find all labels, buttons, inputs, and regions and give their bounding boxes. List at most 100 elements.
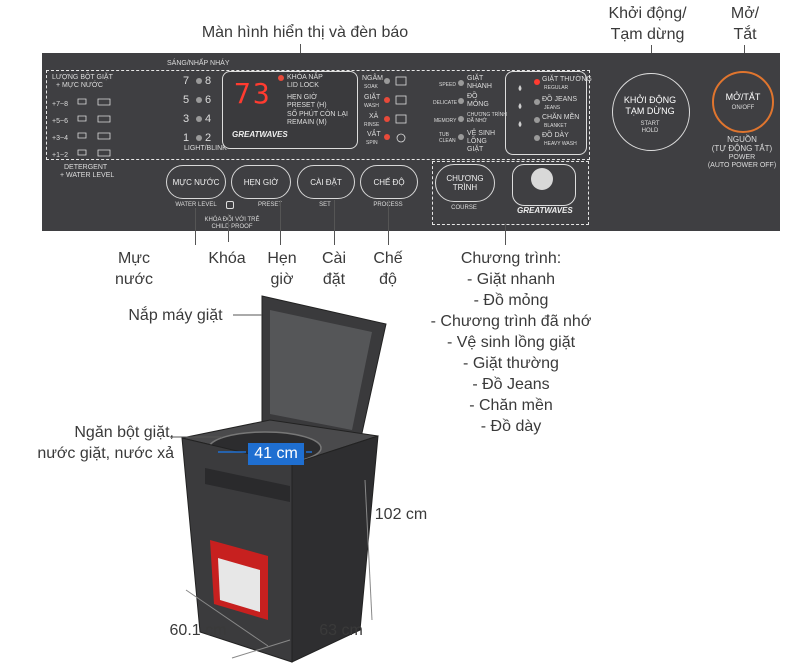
lid-lock-light <box>278 75 284 81</box>
course-button-line2: TRÌNH <box>452 183 478 192</box>
course-delicate: ĐỒ MỎNG <box>467 93 489 108</box>
timer-pointer <box>280 200 281 245</box>
course-speed-light <box>458 80 464 86</box>
power-note-2: (TỰ ĐỘNG TẮT) <box>711 144 773 153</box>
key-1: 1 <box>183 132 190 144</box>
greatwaves-button-label: GREATWAVES <box>517 206 573 215</box>
setting-button[interactable]: CÀI ĐẶT <box>297 165 355 199</box>
detergent-callout-2: nước giặt, nước xả <box>37 445 174 462</box>
course-delicate-light <box>458 98 464 104</box>
control-panel: LƯỢNG BỘT GIẶT + MỰC NƯỚC +7~8 +5~6 +3~4… <box>42 53 780 231</box>
course-regular-en: REGULAR <box>544 85 569 91</box>
width-dim-line <box>185 589 269 647</box>
course-jeans-en: JEANS <box>544 105 561 111</box>
start-pause-callout-line2: Tạm dừng <box>610 26 685 43</box>
course-sub: COURSE <box>451 205 477 211</box>
course-display-box <box>505 71 587 155</box>
detergent-footer-2: + WATER LEVEL <box>60 172 115 179</box>
course-delicate-en: DELICATE <box>433 100 458 106</box>
course-heavy-en: HEAVY WASH <box>544 141 577 147</box>
child-lock-label: KHÓA ĐỐI VỚI TRẺ <box>204 217 260 223</box>
washing-machine-illustration <box>170 295 387 663</box>
height-dimension: 102 cm <box>374 506 428 523</box>
detergent-level-4: +1~2 <box>52 152 68 159</box>
power-button[interactable] <box>712 71 774 133</box>
lock-icon <box>226 201 234 209</box>
lcd-digits: 73 <box>234 77 272 110</box>
water-level-callout-1: Mực <box>117 250 151 267</box>
course-jeans-light <box>534 99 540 105</box>
power-callout: Mở/ Tắt <box>715 3 775 45</box>
lcd-logo: GREATWAVES <box>232 130 288 139</box>
course-jeans: ĐỒ JEANS <box>542 96 578 103</box>
step-spin: VẮT <box>367 131 381 138</box>
mode-pointer <box>388 200 389 245</box>
course-tub-en: TUB CLEAN <box>439 132 456 144</box>
course-button[interactable]: CHƯƠNG TRÌNH <box>435 164 495 202</box>
indicator-lid-lock-en: LID LOCK <box>287 82 319 89</box>
setting-pointer <box>334 200 335 245</box>
start-label-1: KHỞI ĐỘNG <box>623 95 677 105</box>
display-callout: Màn hình hiển thị và đèn báo <box>201 24 409 41</box>
lcd-display <box>222 71 358 149</box>
power-note-3: POWER <box>728 154 756 161</box>
detergent-title-1: LƯỢNG BỘT GIẶT <box>52 74 113 81</box>
indicator-lid-lock: KHÓA NẮP <box>287 74 323 81</box>
light-blink-label: LIGHT/BLINK <box>184 145 227 152</box>
course-memory-light <box>458 116 464 122</box>
start-sub-2: HOLD <box>641 128 659 134</box>
water-level-button[interactable]: MỰC NƯỚC <box>166 165 226 199</box>
key-dot-5 <box>196 97 202 103</box>
drum-width-badge: 41 cm <box>248 443 304 465</box>
detergent-cup-icons <box>77 98 111 157</box>
setting-sub: SET <box>319 202 331 208</box>
timer-button[interactable]: HẸN GIỜ <box>231 165 291 199</box>
mode-button[interactable]: CHẾ ĐỘ <box>360 165 418 199</box>
course-memory-en: MEMORY <box>434 118 457 124</box>
power-callout-line1: Mở/ <box>730 5 760 22</box>
start-pause-callout-line1: Khởi động/ <box>608 5 687 22</box>
lid-callout: Nắp máy giặt <box>128 307 223 324</box>
height-dim-line <box>364 479 373 621</box>
step-soak-en: SOAK <box>364 84 378 90</box>
timer-callout-2: giờ <box>270 271 294 288</box>
key-8: 8 <box>205 75 212 87</box>
water-level-sub: WATER LEVEL <box>175 202 217 208</box>
start-label-2: TẠM DỪNG <box>625 106 675 116</box>
indicator-remain-en: REMAIN (M) <box>287 119 327 126</box>
program-speed: - Giặt nhanh <box>466 271 556 288</box>
key-5: 5 <box>183 94 190 106</box>
start-pause-button[interactable] <box>612 73 690 151</box>
key-3: 3 <box>183 113 190 125</box>
water-level-callout-2: nước <box>114 271 154 288</box>
greatwaves-button[interactable] <box>512 164 576 206</box>
key-dot-1 <box>196 135 202 141</box>
timer-callout-1: Hẹn <box>267 250 297 267</box>
display-frame <box>46 70 590 160</box>
water-drop-icons <box>518 85 522 127</box>
course-regular-light <box>534 79 540 85</box>
detergent-level-2: +5~6 <box>52 118 68 125</box>
lock-pointer <box>228 214 229 242</box>
step-wash: GIẶT <box>364 94 381 101</box>
setting-callout: Cài đặt <box>314 248 354 290</box>
program-delicate: - Đồ mỏng <box>473 292 549 309</box>
detergent-callout: Ngăn bột giặt, nước giặt, nước xả <box>14 422 174 464</box>
key-dot-3 <box>196 116 202 122</box>
power-sub: ON/OFF <box>731 105 755 111</box>
step-spin-en: SPIN <box>366 140 378 146</box>
power-note-1: NGUỒN <box>727 135 757 144</box>
program-blanket: - Chăn mền <box>469 397 553 414</box>
course-heavy-light <box>534 135 540 141</box>
detergent-callout-1: Ngăn bột giặt, <box>74 424 174 441</box>
course-tub: VỆ SINH LỒNG GIẶT <box>467 130 496 153</box>
spin-light <box>384 134 390 140</box>
lock-callout: Khóa <box>208 250 246 267</box>
detergent-level-3: +3~4 <box>52 135 68 142</box>
power-label: MỞ/TẮT <box>725 92 761 102</box>
course-frame <box>432 161 589 225</box>
program-memory: - Chương trình đã nhớ <box>430 313 592 330</box>
indicator-preset: HẸN GIỜ <box>287 94 318 101</box>
timer-sub: PRESET <box>257 202 282 208</box>
setting-callout-2: đặt <box>322 271 346 288</box>
